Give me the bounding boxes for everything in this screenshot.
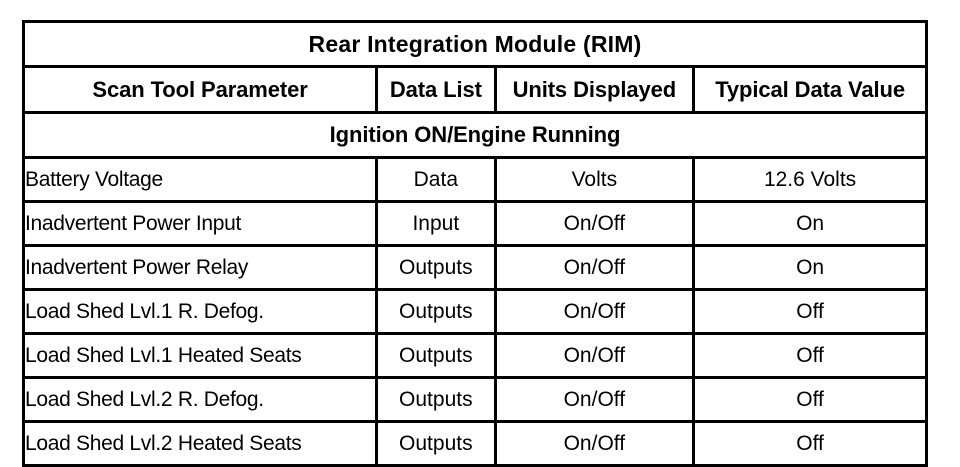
column-header-scan-tool-parameter: Scan Tool Parameter xyxy=(21,65,379,114)
column-header-row: Scan Tool Parameter Data List Units Disp… xyxy=(21,65,928,114)
cell-typical-value: Off xyxy=(692,376,928,423)
section-header-ignition-on-engine-running: Ignition ON/Engine Running xyxy=(22,111,928,159)
cell-units: On/Off xyxy=(493,376,696,423)
cell-typical-value: 12.6 Volts xyxy=(692,156,928,203)
cell-units: On/Off xyxy=(493,288,696,335)
table-title-row: Rear Integration Module (RIM) xyxy=(22,20,928,68)
column-header-units-displayed: Units Displayed xyxy=(493,65,696,114)
table-row: Battery Voltage Data Volts 12.6 Volts xyxy=(21,156,928,203)
cell-data-list: Input xyxy=(375,200,497,247)
cell-typical-value: On xyxy=(692,200,928,247)
cell-data-list: Outputs xyxy=(375,376,497,423)
cell-parameter: Battery Voltage xyxy=(21,156,379,203)
column-header-typical-data-value: Typical Data Value xyxy=(692,65,928,114)
table-row: Inadvertent Power Relay Outputs On/Off O… xyxy=(21,244,928,291)
cell-typical-value: Off xyxy=(692,332,928,379)
table-row: Load Shed Lvl.1 Heated Seats Outputs On/… xyxy=(21,332,928,379)
cell-units: On/Off xyxy=(493,244,696,291)
cell-data-list: Outputs xyxy=(375,420,497,467)
cell-units: Volts xyxy=(493,156,696,203)
column-header-data-list: Data List xyxy=(375,65,497,114)
cell-typical-value: On xyxy=(692,244,928,291)
page-canvas: Rear Integration Module (RIM) Scan Tool … xyxy=(21,20,928,467)
cell-units: On/Off xyxy=(493,200,696,247)
table-row: Inadvertent Power Input Input On/Off On xyxy=(21,200,928,247)
cell-typical-value: Off xyxy=(692,288,928,335)
cell-parameter: Inadvertent Power Relay xyxy=(21,244,379,291)
cell-parameter: Load Shed Lvl.1 Heated Seats xyxy=(21,332,379,379)
cell-data-list: Data xyxy=(375,156,497,203)
cell-units: On/Off xyxy=(493,332,696,379)
cell-parameter: Load Shed Lvl.2 R. Defog. xyxy=(21,376,379,423)
module-title: Rear Integration Module (RIM) xyxy=(22,20,928,68)
table-row: Load Shed Lvl.1 R. Defog. Outputs On/Off… xyxy=(21,288,928,335)
table-row: Load Shed Lvl.2 Heated Seats Outputs On/… xyxy=(21,420,928,467)
cell-data-list: Outputs xyxy=(375,244,497,291)
cell-parameter: Load Shed Lvl.2 Heated Seats xyxy=(21,420,379,467)
cell-parameter: Load Shed Lvl.1 R. Defog. xyxy=(21,288,379,335)
cell-parameter: Inadvertent Power Input xyxy=(21,200,379,247)
cell-units: On/Off xyxy=(493,420,696,467)
cell-typical-value: Off xyxy=(692,420,928,467)
scan-tool-parameter-table: Rear Integration Module (RIM) Scan Tool … xyxy=(21,20,928,467)
cell-data-list: Outputs xyxy=(375,288,497,335)
cell-data-list: Outputs xyxy=(375,332,497,379)
section-header-row: Ignition ON/Engine Running xyxy=(22,111,928,159)
table-row: Load Shed Lvl.2 R. Defog. Outputs On/Off… xyxy=(21,376,928,423)
